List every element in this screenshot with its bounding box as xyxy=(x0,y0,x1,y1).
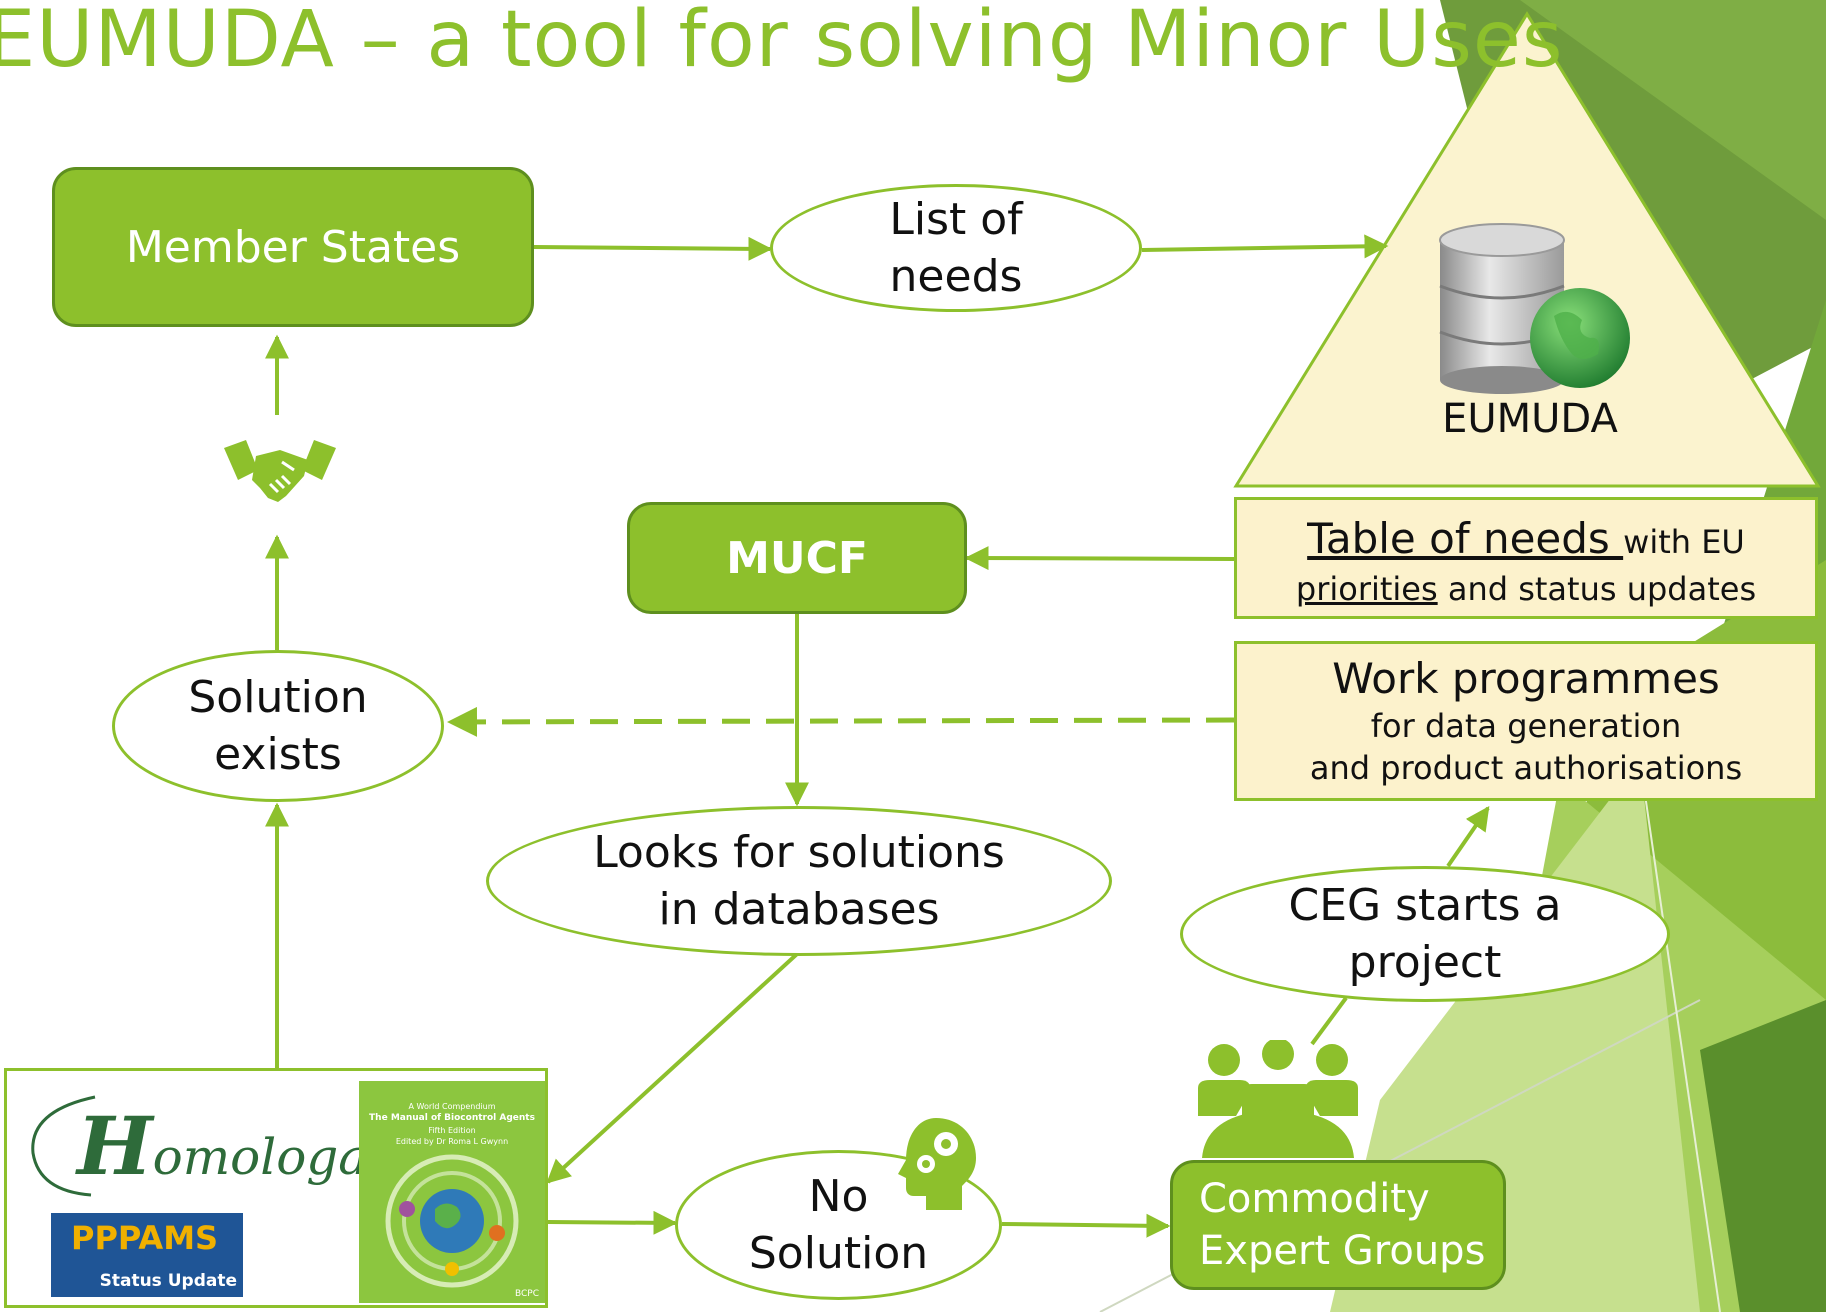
arrow-work-to-solution-dashed xyxy=(447,706,1235,737)
arrow-group-to-ceg-project xyxy=(1310,996,1348,1046)
slide-title: EUMUDA – a tool for solving Minor Uses xyxy=(0,0,1564,85)
handshake-icon xyxy=(224,440,336,502)
book-cover-globe xyxy=(385,1154,519,1288)
people-group-icon xyxy=(1198,1040,1358,1158)
homologa-logo: HomologaTM xyxy=(77,1099,392,1193)
arrow-no-solution-to-ceg xyxy=(1001,1213,1171,1238)
biocontrol-manual-book: A World Compendium The Manual of Biocont… xyxy=(359,1081,545,1303)
work-programmes-title: Work programmes xyxy=(1332,654,1720,703)
arrow-member-states-to-list xyxy=(533,236,773,261)
database-logos-panel: HomologaTM PPPAMS Status Update A World … xyxy=(4,1068,548,1308)
arrow-looks-to-logos xyxy=(546,952,799,1184)
table-of-needs-node: Table of needs with EU priorities and st… xyxy=(1234,497,1818,619)
database-globe-icon xyxy=(1439,223,1630,394)
arrow-table-to-mucf xyxy=(964,546,1235,571)
priorities-label: priorities xyxy=(1295,570,1438,609)
homologa-swoosh xyxy=(31,1095,96,1197)
work-programmes-node: Work programmes for data generation and … xyxy=(1234,641,1818,801)
member-states-node: Member States xyxy=(52,167,534,327)
arrow-logos-to-no-solution xyxy=(547,1210,678,1235)
head-gears-icon xyxy=(898,1118,976,1210)
pppams-logo: PPPAMS Status Update xyxy=(51,1213,243,1297)
table-of-needs-label: Table of needs xyxy=(1307,514,1624,563)
mucf-node: MUCF xyxy=(627,502,967,614)
arrow-ceg-project-to-work xyxy=(1446,806,1490,868)
eumuda-label: EUMUDA xyxy=(1442,396,1618,442)
arrow-list-to-eumuda xyxy=(1141,234,1389,259)
